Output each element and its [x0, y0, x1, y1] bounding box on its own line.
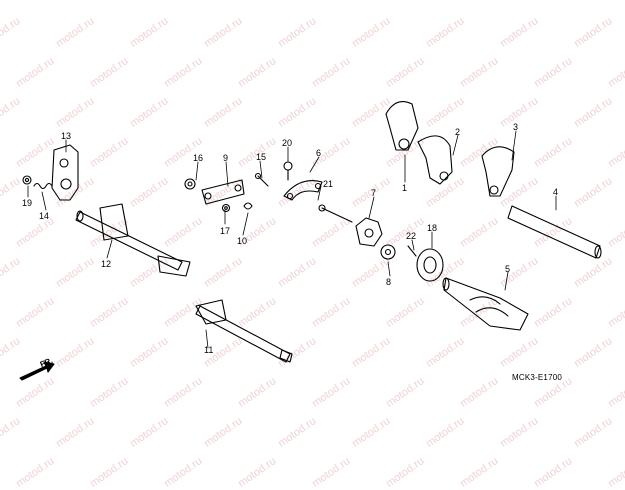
- callout-3: 3: [513, 122, 519, 132]
- drum-center-7: [355, 217, 383, 247]
- callout-5: 5: [505, 264, 511, 274]
- callout-17: 17: [220, 226, 231, 236]
- callout-2: 2: [455, 127, 461, 137]
- gearshift-spindle-11: [195, 299, 293, 363]
- exploded-parts-diagram: [19, 101, 602, 381]
- shift-fork-shaft: [507, 205, 602, 259]
- spring-10: [243, 202, 253, 210]
- callout-19: 19: [22, 198, 33, 208]
- bearing-18: [416, 248, 444, 282]
- callout-22: 22: [406, 231, 417, 241]
- callout-21: 21: [323, 179, 334, 189]
- leader-lines: [27, 130, 557, 349]
- callout-16: 16: [193, 153, 204, 163]
- shift-stopper-plate: [51, 144, 79, 201]
- callout-1: 1: [402, 183, 408, 193]
- pin-plate-8: [380, 244, 396, 260]
- guide-plate-6: [283, 180, 323, 201]
- bolt-15: [254, 172, 269, 187]
- stopper-arm: [201, 179, 245, 205]
- shift-fork-2: [417, 135, 453, 185]
- callout-4: 4: [553, 187, 559, 197]
- callout-9: 9: [223, 153, 229, 163]
- diagram-code: MCK3-E1700: [512, 373, 563, 382]
- callout-6: 6: [316, 148, 322, 158]
- callout-12: 12: [101, 259, 112, 269]
- bolt-20: [283, 161, 293, 181]
- bolt-19: [22, 175, 32, 185]
- callout-7: 7: [371, 188, 377, 198]
- callout-20: 20: [282, 138, 293, 148]
- pin-22: [407, 245, 417, 257]
- shift-fork-1: [385, 101, 419, 151]
- bolt-21: [318, 204, 353, 223]
- callout-14: 14: [39, 211, 50, 221]
- callout-13: 13: [61, 131, 72, 141]
- return-spring: [33, 182, 53, 190]
- callout-18: 18: [427, 223, 438, 233]
- callout-8: 8: [386, 277, 392, 287]
- gearshift-spindle: [75, 203, 191, 277]
- callout-11: 11: [204, 345, 214, 355]
- front-direction-arrow: [19, 361, 55, 381]
- collar-17: [221, 203, 231, 213]
- callout-10: 10: [237, 236, 248, 246]
- callout-15: 15: [256, 152, 267, 162]
- shift-fork-3: [481, 146, 515, 197]
- shift-drum: [442, 277, 529, 331]
- bolt-16: [184, 178, 196, 190]
